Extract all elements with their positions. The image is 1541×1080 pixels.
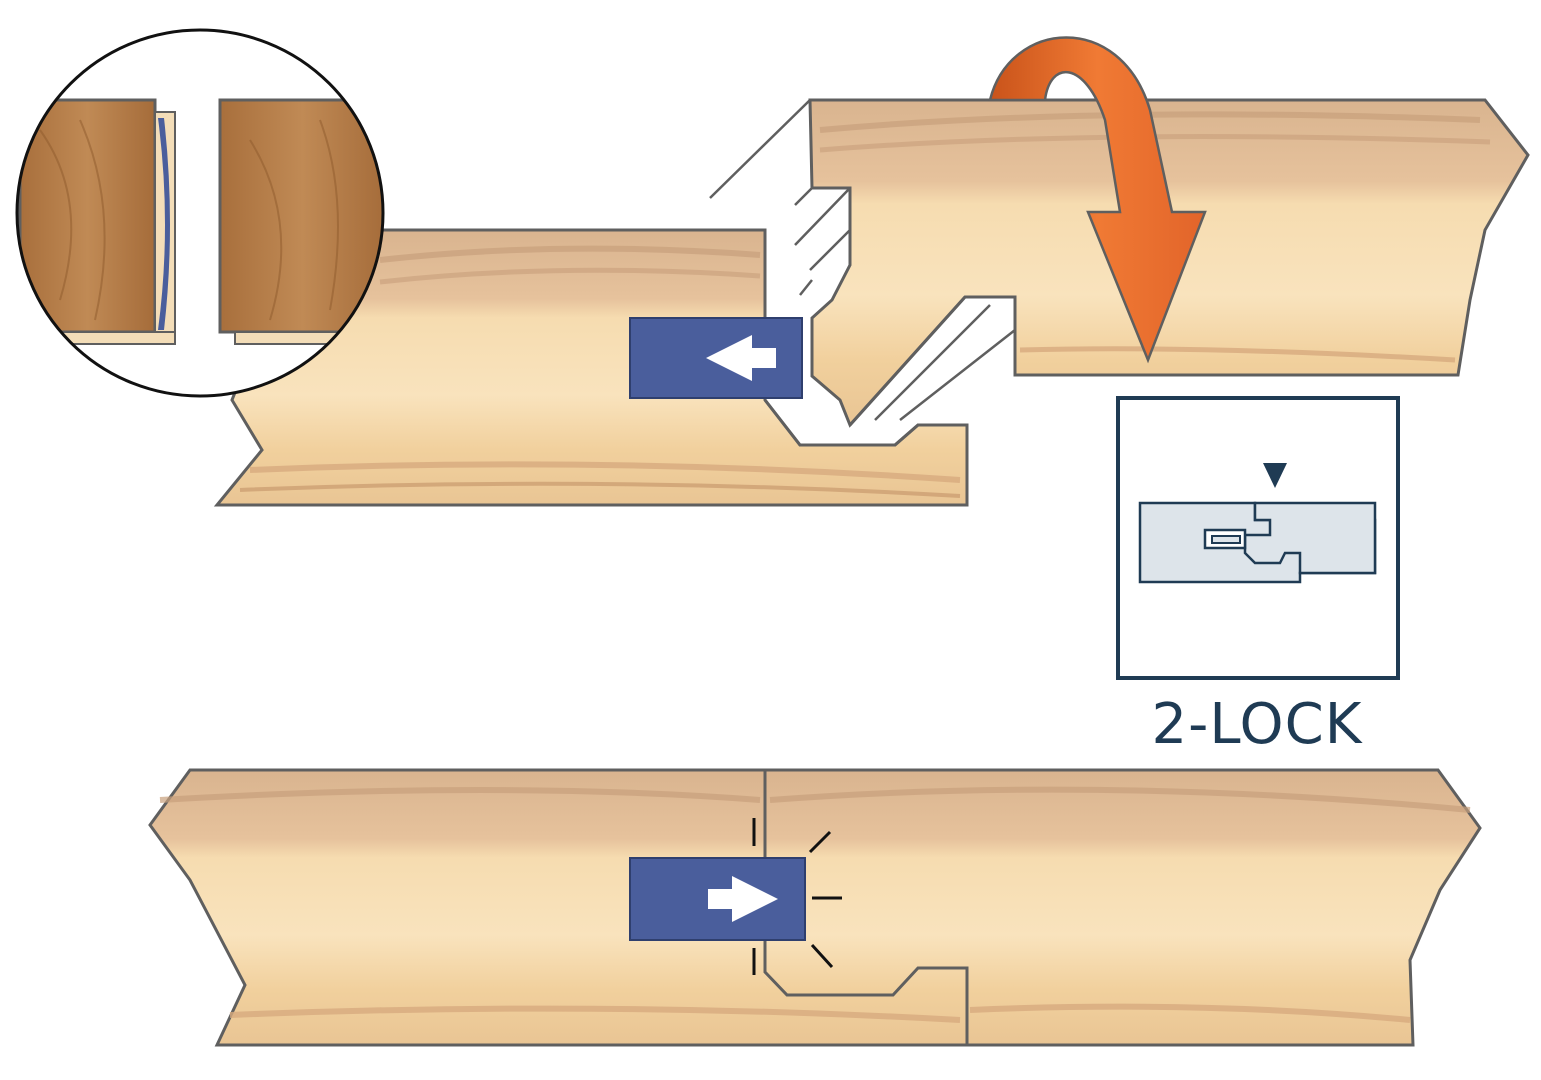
assembled-boards <box>148 768 1482 1047</box>
curved-arrow-down-icon <box>988 36 1207 364</box>
detail-magnifier <box>15 28 385 398</box>
lock-clip-top <box>629 317 803 399</box>
lock-clip-bottom <box>629 857 806 941</box>
click-burst-icon <box>752 818 842 975</box>
triangle-down-icon <box>1263 463 1287 488</box>
two-lock-panel <box>1116 396 1400 680</box>
arrow-right-icon <box>708 876 778 922</box>
lower-left-board <box>213 228 969 507</box>
two-lock-caption: 2-LOCK <box>1151 692 1363 757</box>
arrow-left-icon <box>706 335 776 381</box>
